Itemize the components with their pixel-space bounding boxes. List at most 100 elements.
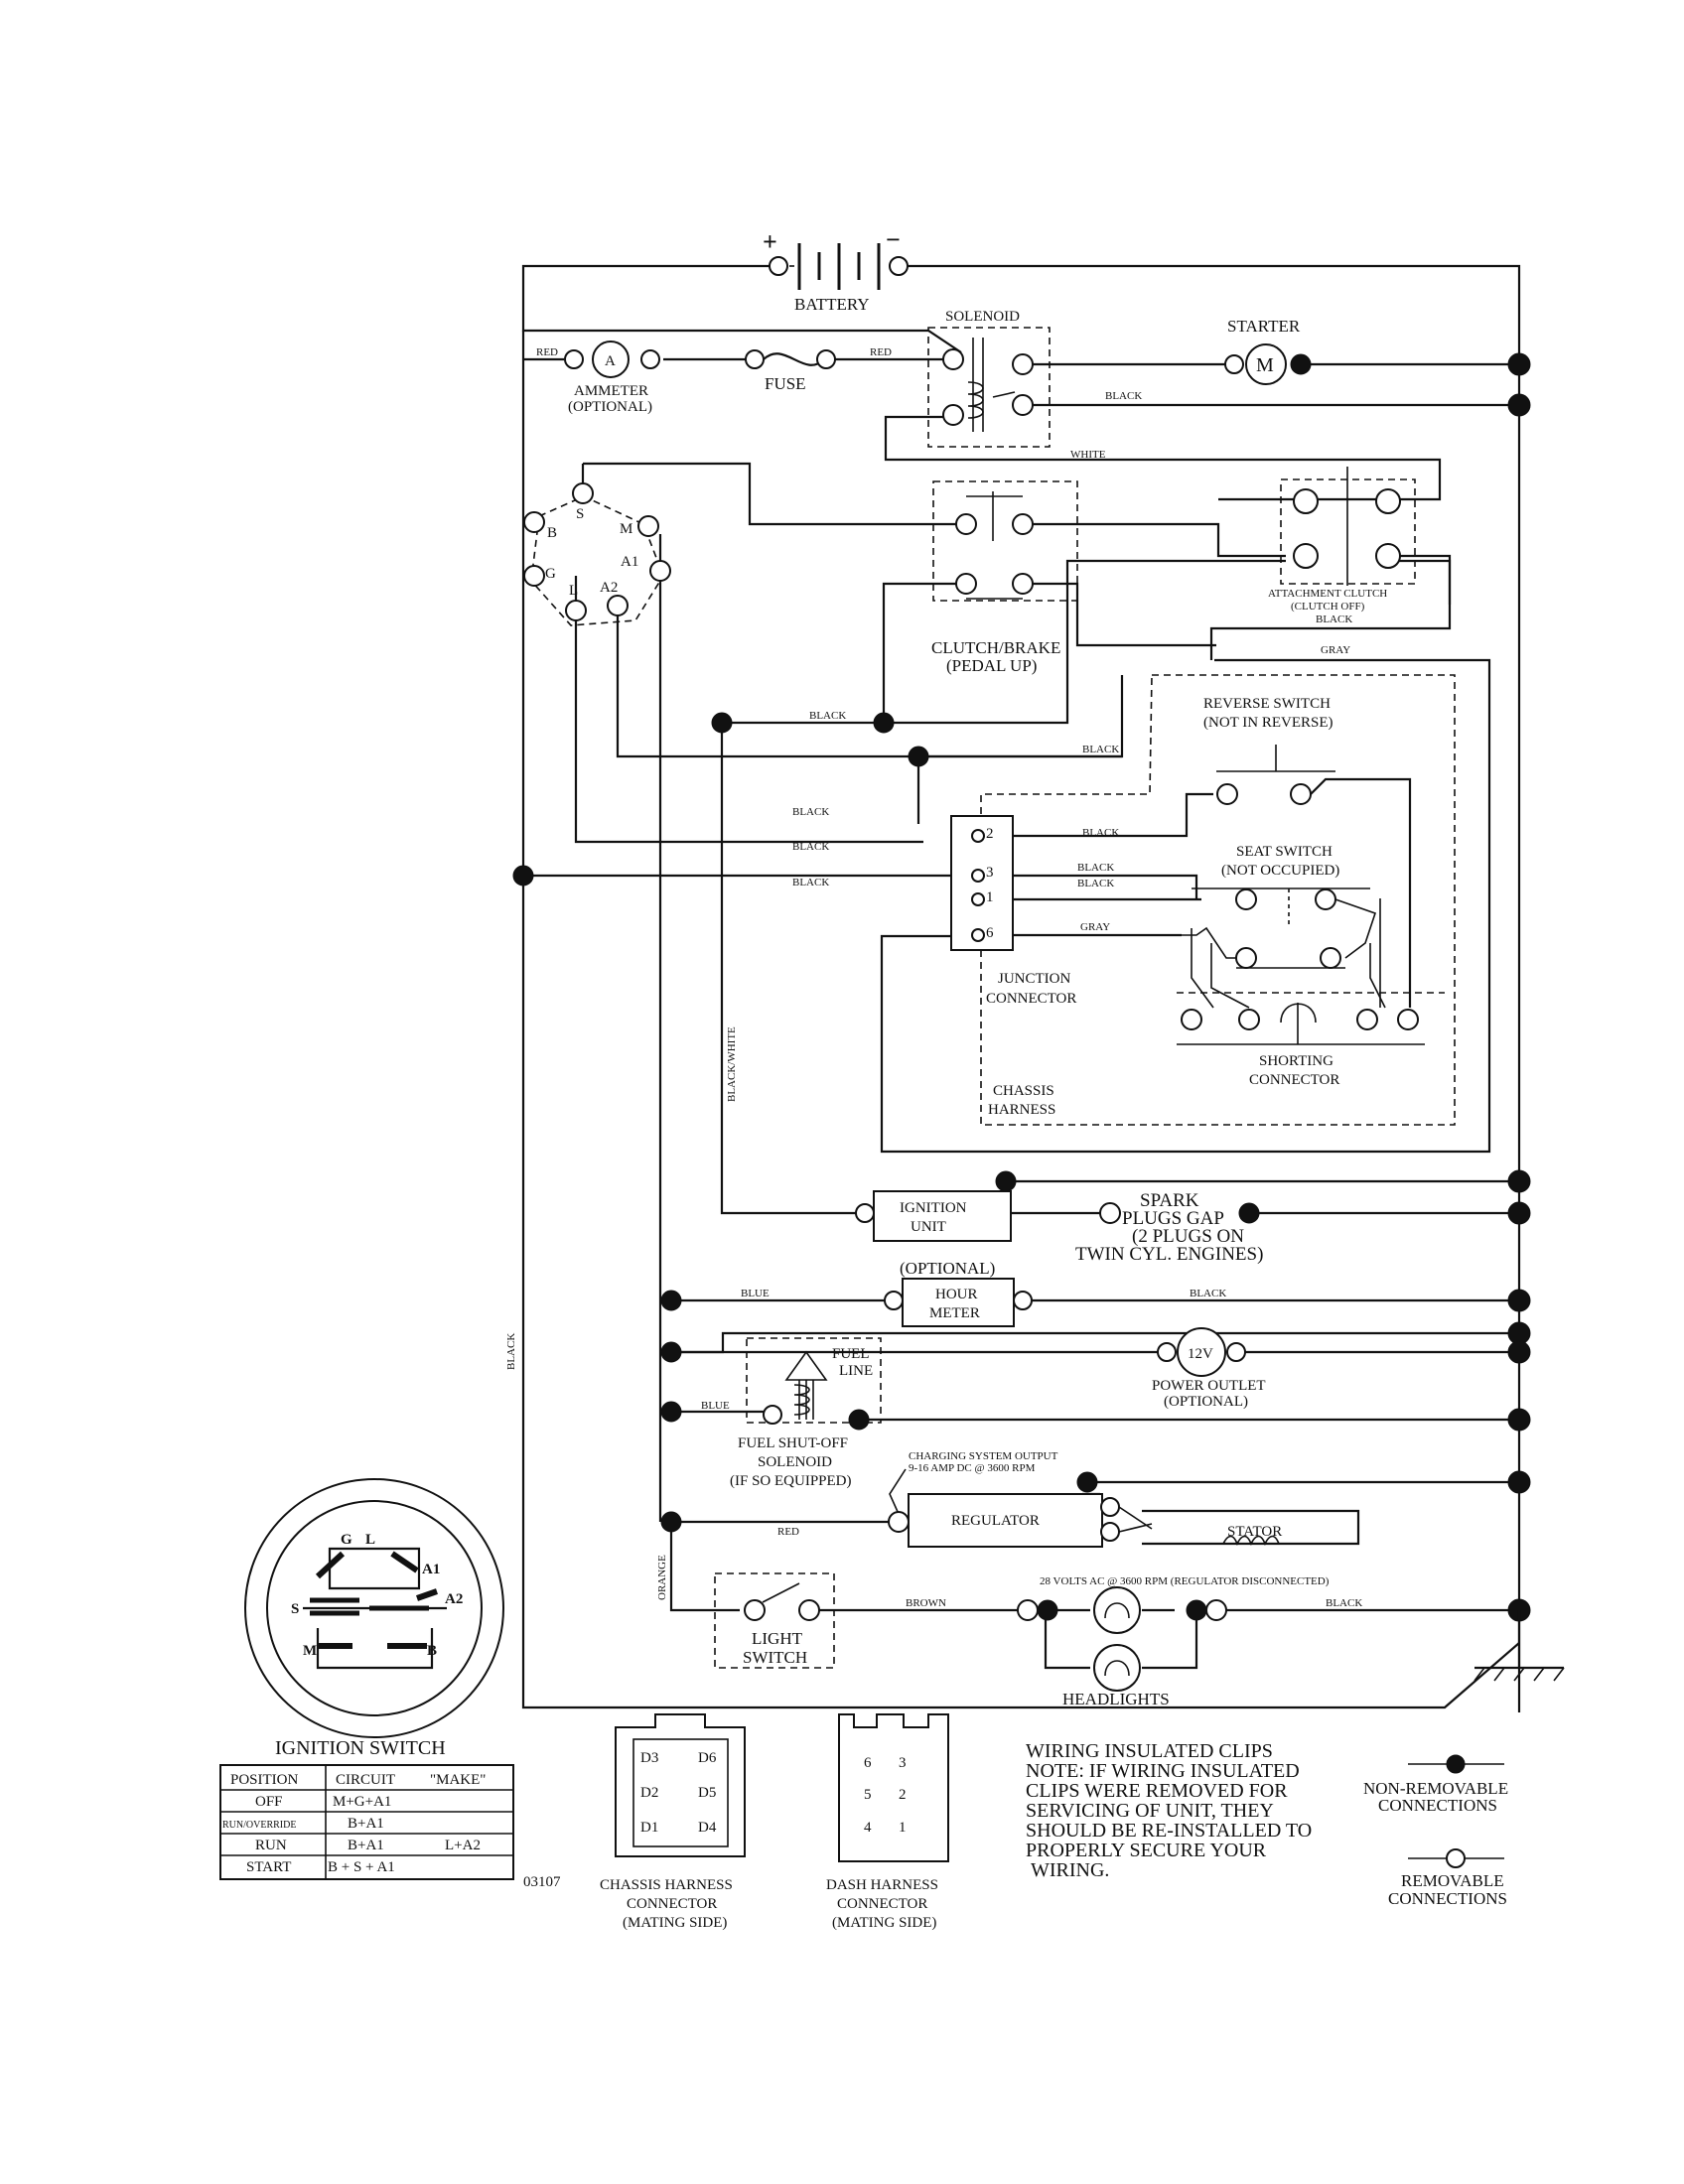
ch-pin-d6: D6 (698, 1750, 717, 1766)
clutch-brake-label-2: (PEDAL UP) (946, 656, 1037, 675)
note-line-4: SERVICING OF UNIT, THEY (1026, 1800, 1274, 1822)
fuel-line-label-1: FUEL (832, 1346, 870, 1362)
face-a2: A2 (445, 1591, 463, 1607)
junction-dot (711, 712, 733, 734)
row-off-circuit: M+G+A1 (333, 1794, 391, 1810)
spark-label-1: SPARK (1140, 1190, 1199, 1211)
fuse-label: FUSE (765, 374, 806, 393)
note-line-1: WIRING INSULATED CLIPS (1026, 1740, 1273, 1762)
spark-label-2: PLUGS GAP (1122, 1208, 1224, 1229)
junction-dot (512, 865, 534, 887)
dh-pin-3: 3 (899, 1755, 907, 1771)
term-m: M (620, 521, 632, 537)
wire-black-4: BLACK (792, 806, 829, 818)
legend: NON-REMOVABLE CONNECTIONS REMOVABLE CONN… (1363, 1754, 1508, 1908)
hour-meter: BLUE (OPTIONAL) HOUR METER BLACK (660, 1259, 1226, 1327)
nonremovable-dot (1446, 1754, 1466, 1774)
solenoid-label: SOLENOID (945, 309, 1020, 325)
wire-black-attach: BLACK (1316, 614, 1352, 625)
ch-label-2: CONNECTOR (627, 1896, 717, 1912)
junction-pin-6: 6 (986, 925, 994, 941)
starter-symbol: M (1256, 354, 1274, 376)
junction-dot (1507, 393, 1531, 417)
wire-black-3: BLACK (1082, 744, 1119, 755)
light-switch-label-1: LIGHT (752, 1629, 803, 1648)
wire-black-7: BLACK (1082, 827, 1119, 839)
term-l: L (569, 583, 578, 599)
junction-dot (1507, 1201, 1531, 1225)
wire-brown: BROWN (906, 1597, 946, 1609)
part-number: 03107 (523, 1874, 561, 1890)
battery: + − BATTERY (763, 225, 909, 314)
hour-meter-label-2: METER (929, 1305, 980, 1321)
face-b: B (427, 1643, 437, 1659)
wire-black-2: BLACK (809, 710, 846, 722)
wire-black-white: BLACK/WHITE (726, 1026, 738, 1102)
wire-black-8: BLACK (1077, 862, 1114, 874)
junction-pin-2: 2 (986, 826, 994, 842)
regulator: CHARGING SYSTEM OUTPUT 9-16 AMP DC @ 360… (660, 1450, 1360, 1587)
junction-label-1: JUNCTION (998, 971, 1070, 987)
ammeter: RED A AMMETER (OPTIONAL) (536, 341, 660, 415)
hour-meter-optional: (OPTIONAL) (900, 1259, 995, 1278)
charging-label-1: CHARGING SYSTEM OUTPUT (909, 1450, 1058, 1462)
wire-black-11: BLACK (1326, 1597, 1362, 1609)
starter: STARTER M BLACK WHITE (1070, 317, 1312, 461)
shorting-label-2: CONNECTOR (1249, 1072, 1339, 1088)
headlights: HEADLIGHTS BLACK (1017, 1586, 1362, 1708)
main-wires (521, 264, 1521, 1712)
term-s: S (576, 506, 584, 522)
junction-dot (1507, 352, 1531, 376)
legend-nonremovable-2: CONNECTIONS (1378, 1796, 1497, 1815)
row-run-extra: L+A2 (445, 1838, 481, 1853)
power-outlet: 12V POWER OUTLET (OPTIONAL) (660, 1327, 1266, 1410)
chassis-harness-label-2: HARNESS (988, 1102, 1055, 1118)
note-line-3: CLIPS WERE REMOVED FOR (1026, 1780, 1288, 1802)
wire-red-2: RED (870, 346, 892, 358)
power-outlet-symbol: 12V (1188, 1346, 1213, 1362)
term-a1: A1 (621, 554, 638, 570)
wire-black-left: BLACK (505, 1333, 517, 1370)
ch-pin-d4: D4 (698, 1820, 717, 1836)
wiring-note: WIRING INSULATED CLIPS NOTE: IF WIRING I… (1026, 1740, 1312, 1881)
term-g: G (545, 566, 556, 582)
seat-switch-label-2: (NOT OCCUPIED) (1221, 863, 1339, 879)
face-l: L (365, 1532, 375, 1548)
wire-red-3: RED (777, 1526, 799, 1538)
chassis-harness-label-1: CHASSIS (993, 1083, 1054, 1099)
shorting-connector: SHORTING CONNECTOR (1177, 992, 1445, 1088)
ignition-unit-label-1: IGNITION (900, 1200, 967, 1216)
dh-pin-1: 1 (899, 1820, 907, 1836)
dh-label-1: DASH HARNESS (826, 1877, 938, 1893)
junction-dot (1507, 1289, 1531, 1312)
attachment-clutch: ATTACHMENT CLUTCH (CLUTCH OFF) BLACK GRA… (1268, 467, 1416, 656)
note-line-5: SHOULD BE RE-INSTALLED TO (1026, 1820, 1312, 1842)
legend-nonremovable-1: NON-REMOVABLE (1363, 1779, 1508, 1798)
wire-blue-2: BLUE (701, 1400, 730, 1412)
ignition-switch-face: G L A1 S A2 M B IGNITION SWITCH (244, 1478, 504, 1759)
wire-black-6: BLACK (792, 877, 829, 888)
face-m: M (303, 1643, 317, 1659)
junction-pin-1: 1 (986, 889, 994, 905)
fuel-solenoid-label-3: (IF SO EQUIPPED) (730, 1473, 852, 1489)
seat-switch-label-1: SEAT SWITCH (1236, 844, 1333, 860)
reverse-switch-label-2: (NOT IN REVERSE) (1203, 715, 1333, 731)
note-line-2: NOTE: IF WIRING INSULATED (1026, 1760, 1300, 1782)
wire-blue-1: BLUE (741, 1288, 770, 1299)
row-start-circuit: B + S + A1 (328, 1859, 395, 1875)
ch-pin-d1: D1 (640, 1820, 658, 1836)
starter-label: STARTER (1227, 317, 1301, 336)
row-start-position: START (246, 1859, 291, 1875)
table-header-make: "MAKE" (430, 1772, 486, 1788)
ignition-switch-terminals: B S M G A1 L A2 (523, 464, 671, 626)
wire-black-starter: BLACK (1105, 390, 1142, 402)
ch-label-1: CHASSIS HARNESS (600, 1877, 733, 1893)
junction-dot (1507, 1408, 1531, 1432)
dh-pin-5: 5 (864, 1787, 872, 1803)
power-outlet-label-2: (OPTIONAL) (1164, 1394, 1248, 1410)
ammeter-symbol: A (605, 353, 616, 369)
ch-label-3: (MATING SIDE) (623, 1915, 727, 1931)
chassis-harness: 2 3 1 6 BLACK BLACK BLACK GRAY JUNCTION … (950, 674, 1456, 1126)
spark-label-3: (2 PLUGS ON (1132, 1226, 1244, 1247)
table-header-circuit: CIRCUIT (336, 1772, 395, 1788)
